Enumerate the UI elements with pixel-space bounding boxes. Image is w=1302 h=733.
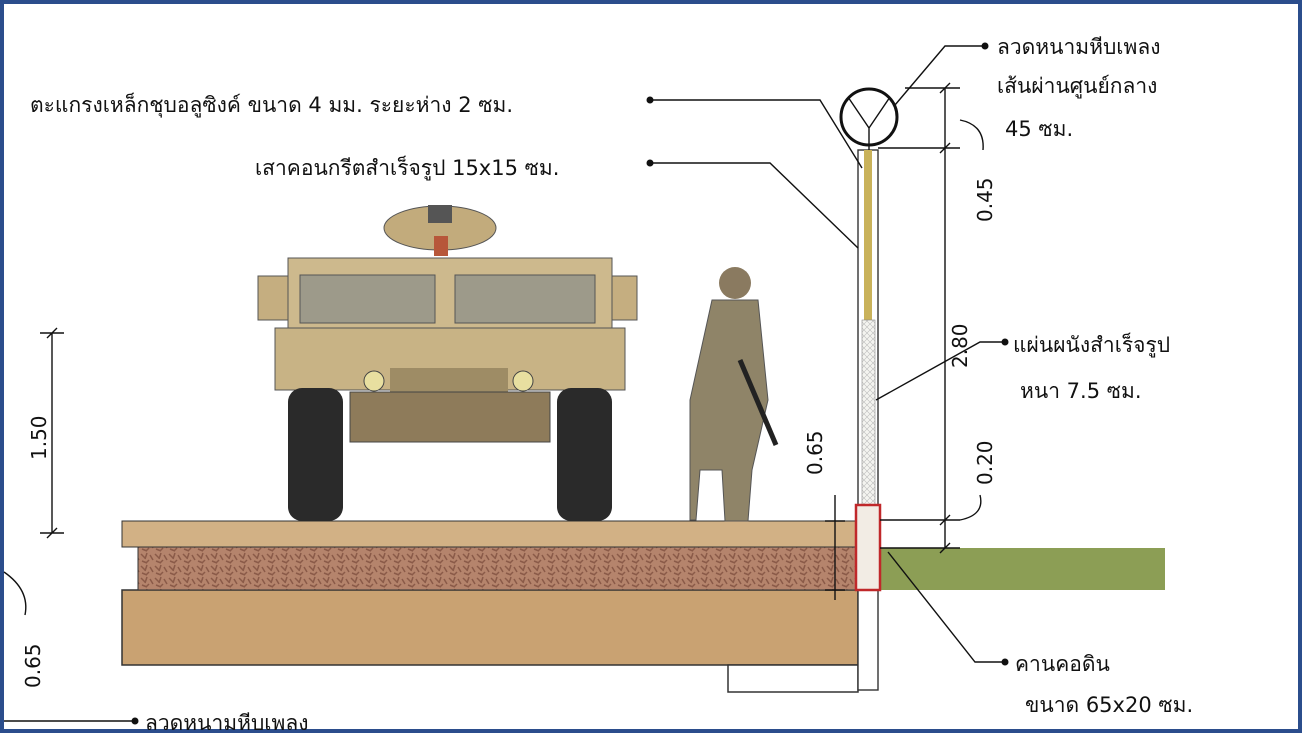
wire-diameter-label: เส้นผ่านศูนย์กลาง — [997, 74, 1157, 99]
panel-title-label: แผ่นผนังสำเร็จรูป — [1013, 331, 1170, 358]
dimension-lines — [3, 82, 984, 616]
wall — [839, 87, 899, 691]
post-label: เสาคอนกรีตสำเร็จรูป 15x15 ซม. — [255, 154, 559, 181]
wire-size-label: 45 ซม. — [1005, 117, 1073, 141]
bottom-wire-label: ลวดหนามหีบเพลง — [145, 711, 308, 733]
dim-wall-height: 2.80 — [948, 323, 972, 368]
military-vehicle — [257, 205, 638, 521]
ground-platform — [121, 520, 859, 693]
precast-wall-panel — [861, 319, 876, 506]
wire-title-label: ลวดหนามหีบเพลง — [997, 35, 1160, 59]
leader-lines — [4, 42, 1009, 725]
soldier — [689, 267, 779, 522]
dim-left-height: 1.50 — [27, 415, 51, 460]
dim-left-lower: 0.65 — [21, 643, 45, 688]
soil-texture-layer — [137, 546, 859, 591]
ground-beam — [854, 503, 882, 592]
dim-beam-above-ground: 0.20 — [973, 440, 997, 485]
footing — [727, 664, 859, 693]
mesh-panel — [864, 150, 872, 320]
panel-thickness-label: หนา 7.5 ซม. — [1020, 379, 1142, 403]
mesh-label: ตะแกรงเหล็กชุบอลูซิงค์ ขนาด 4 มม. ระยะห่… — [30, 91, 513, 118]
dim-top-wire: 0.45 — [973, 177, 997, 222]
grass-ground — [880, 548, 1165, 590]
soil-top-layer — [121, 520, 859, 548]
beam-size-label: ขนาด 65x20 ซม. — [1025, 693, 1193, 717]
beam-title-label: คานคอดิน — [1015, 652, 1110, 676]
dim-near-wall: 0.65 — [803, 430, 827, 475]
soil-block — [121, 589, 859, 666]
